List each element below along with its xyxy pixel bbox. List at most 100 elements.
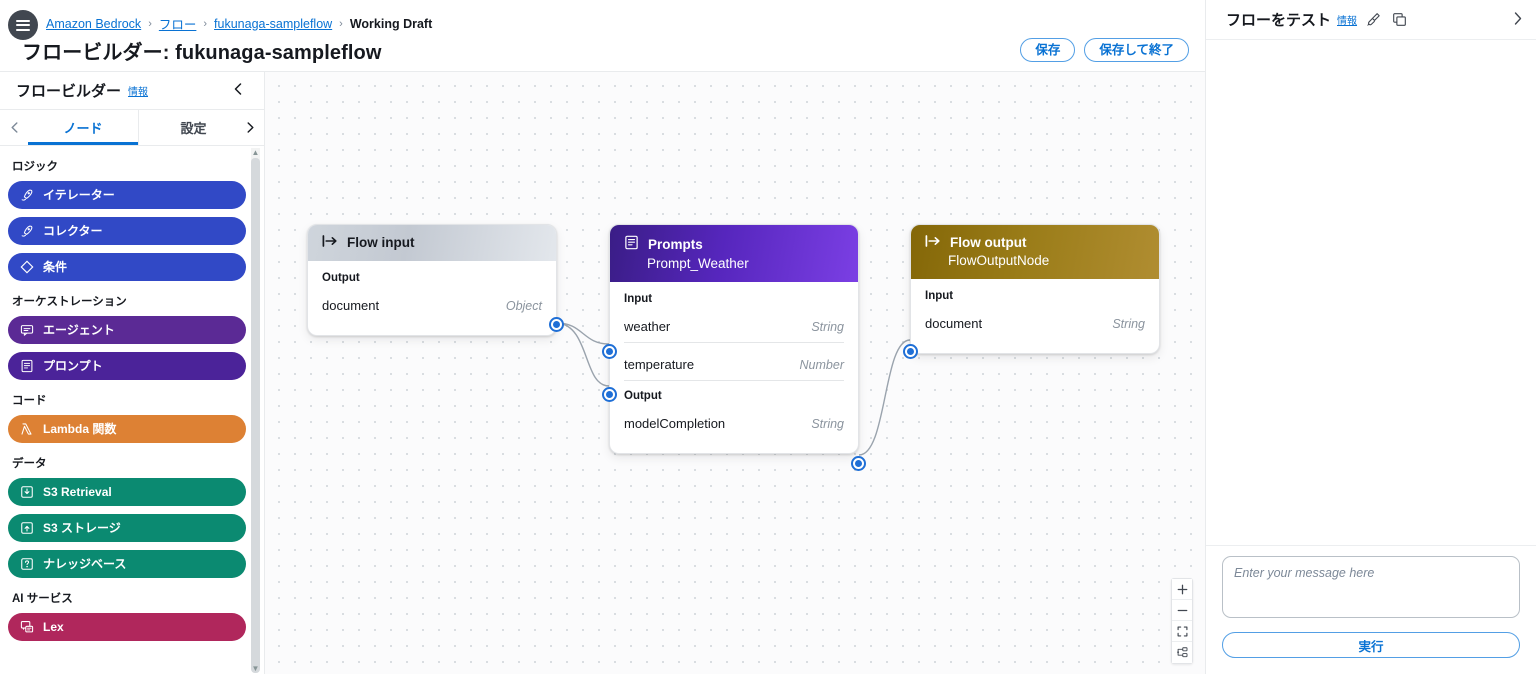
fit-to-screen-button[interactable] [1172,621,1192,642]
top-bar: Amazon Bedrock › フロー › fukunaga-samplefl… [0,0,1205,72]
node-subtitle: Prompt_Weather [647,256,749,271]
panel-expand-icon[interactable] [1514,11,1522,28]
flow-output-icon [925,235,941,250]
field-type: String [1112,316,1145,331]
port-flow-input-document-out[interactable] [549,317,564,332]
flow-output-node[interactable]: Flow output FlowOutputNode Input documen… [903,224,1160,359]
node-title: Flow output [950,235,1027,250]
node-field-row: temperature Number [624,352,844,380]
s3-retrieval-icon [20,485,34,499]
node-title: Flow input [347,235,415,250]
node-body: Input weather String temperature Number … [610,282,858,453]
save-button[interactable]: 保存 [1020,38,1076,62]
test-message-input[interactable] [1222,556,1520,618]
palette-item-s3-retrieval[interactable]: S3 Retrieval [8,478,246,506]
field-type: Object [505,298,542,313]
knowledge-base-icon [20,557,34,571]
breadcrumb-separator: › [339,17,343,30]
palette-item-condition[interactable]: 条件 [8,253,246,281]
palette-item-label: エージェント [43,323,115,337]
run-button[interactable]: 実行 [1222,632,1520,658]
scroll-down-icon[interactable]: ▼ [251,664,260,673]
prompts-node[interactable]: Prompts Prompt_Weather Input weather Str… [602,224,866,471]
flow-input-node[interactable]: Flow input Output document Object [307,224,564,336]
flow-canvas[interactable]: Flow input Output document Object [265,72,1205,674]
node-title-row: Prompts [624,235,844,253]
palette-item-label: コレクター [43,224,103,238]
prompt-doc-icon [20,359,34,373]
field-name: temperature [624,357,695,372]
tab-nodes[interactable]: ノード [28,110,138,145]
page-title: フロービルダー: fukunaga-sampleflow [22,42,382,64]
tab-settings[interactable]: 設定 [138,110,236,145]
port-prompts-weather-in[interactable] [602,344,617,359]
palette-group-label: コード [12,395,47,407]
field-type: String [811,319,844,334]
condition-diamond-icon [20,260,34,274]
palette-item-s3-storage[interactable]: S3 ストレージ [8,514,246,542]
s3-storage-icon [20,521,34,535]
auto-layout-button[interactable] [1172,642,1192,663]
iterator-icon [20,188,34,202]
field-name: weather [624,319,671,334]
flow-input-icon [322,235,338,250]
sidebar-scrollbar-thumb[interactable] [251,158,260,673]
breadcrumb-separator: › [203,17,208,30]
port-prompts-modelcompletion-out[interactable] [851,456,866,471]
tabs-prev-icon[interactable] [0,110,28,145]
prompt-doc-icon [624,235,639,253]
breadcrumb-item-2[interactable]: fukunaga-sampleflow [214,16,333,31]
lambda-icon [20,422,34,436]
copy-icon[interactable] [1392,12,1407,27]
sidebar-info-link[interactable]: 情報 [128,87,149,98]
port-flow-output-document-in[interactable] [903,344,918,359]
palette-item-label: プロンプト [43,359,103,373]
palette-group-label: AI サービス [12,593,73,605]
zoom-out-button[interactable] [1172,600,1192,621]
palette-item-prompt[interactable]: プロンプト [8,352,246,380]
hamburger-icon[interactable] [8,10,38,40]
field-name: modelCompletion [624,416,726,431]
node-title: Prompts [648,236,703,252]
palette-item-label: S3 Retrieval [43,485,112,499]
test-panel-footer: 実行 [1206,545,1536,674]
save-and-exit-button[interactable]: 保存して終了 [1084,38,1189,62]
palette-item-label: 条件 [43,260,68,274]
scroll-up-icon[interactable]: ▲ [251,148,260,157]
section-label: Output [624,390,662,402]
top-actions: 保存 保存して終了 [1020,38,1189,62]
tabs-next-icon[interactable] [236,110,264,145]
divider [624,342,844,343]
test-panel-info-link[interactable]: 情報 [1337,16,1358,27]
hamburger-bars [16,19,30,31]
breadcrumb-item-1[interactable]: フロー [158,18,197,32]
palette-item-lex[interactable]: Lex [8,613,246,641]
node-palette: ロジック イテレーター コレクター [0,146,264,674]
palette-item-agent[interactable]: エージェント [8,316,246,344]
field-name: document [322,298,380,313]
port-prompts-temperature-in[interactable] [602,387,617,402]
test-panel-header: フローをテスト 情報 [1206,0,1536,40]
palette-item-knowledge-base[interactable]: ナレッジベース [8,550,246,578]
section-label: Input [925,290,954,302]
breadcrumb-item-0[interactable]: Amazon Bedrock [46,16,142,31]
test-flow-panel: フローをテスト 情報 実行 [1205,0,1536,674]
field-type: String [811,416,844,431]
collector-icon [20,224,34,238]
zoom-in-button[interactable] [1172,579,1192,600]
node-subtitle: FlowOutputNode [948,253,1050,268]
node-header: Prompts Prompt_Weather [610,225,858,282]
node-field-row: weather String [624,314,844,342]
sidebar-collapse-icon[interactable] [234,82,242,98]
palette-item-collector[interactable]: コレクター [8,217,246,245]
palette-item-iterator[interactable]: イテレーター [8,181,246,209]
section-label: Input [624,293,653,305]
test-conversation-area [1206,40,1536,545]
palette-item-lambda[interactable]: Lambda 関数 [8,415,246,443]
breadcrumb: Amazon Bedrock › フロー › fukunaga-samplefl… [46,14,432,33]
body-row: フロービルダー 情報 ノード 設定 [0,72,1205,674]
broom-clear-icon[interactable] [1367,12,1382,27]
palette-group-label: データ [12,458,47,470]
node-header: Flow output FlowOutputNode [911,225,1159,279]
